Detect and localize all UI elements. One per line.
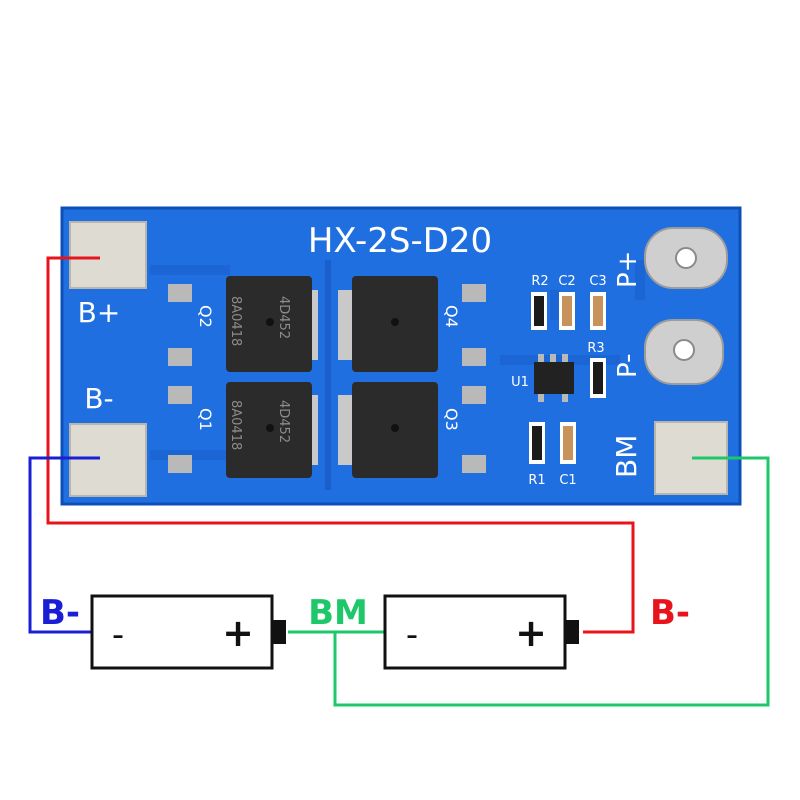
mosfet-part-code: 4D452	[276, 400, 291, 443]
green-wire-bm	[288, 456, 770, 707]
u1-pin	[562, 392, 568, 402]
c3-capacitor	[593, 296, 603, 326]
mosfet-dot	[266, 424, 274, 432]
mosfet-q4: Q4	[338, 276, 486, 372]
battery-left: - +	[90, 594, 286, 670]
mosfet-dot	[266, 318, 274, 326]
wire-label-right: B-	[650, 593, 690, 633]
wire-label-left: B-	[40, 593, 80, 633]
battery-body	[90, 594, 274, 670]
blue-wire	[28, 456, 100, 634]
b-minus-pad	[69, 423, 147, 497]
mosfet-lead	[462, 386, 486, 404]
mosfet-lead	[168, 455, 192, 473]
mosfet-q2: 4D452 8A0418 Q2	[168, 276, 318, 372]
r3-resistor	[593, 362, 603, 394]
mosfet-lot-code: 8A0418	[228, 400, 243, 450]
c3-label: C3	[589, 274, 606, 289]
wire-label-middle: BM	[308, 593, 368, 633]
mosfet-lot-code: 8A0418	[228, 296, 243, 346]
mosfet-dot	[391, 424, 399, 432]
b-plus-pad	[69, 221, 147, 289]
p-minus-hole	[673, 339, 695, 361]
c2-label: C2	[558, 274, 575, 289]
r2-label: R2	[531, 274, 548, 289]
mosfet-ref-q2: Q2	[196, 305, 215, 328]
mosfet-lead	[168, 386, 192, 404]
p-plus-label: P+	[613, 251, 643, 288]
battery-terminal	[272, 620, 286, 644]
c2-capacitor	[562, 296, 572, 326]
mosfet-lead	[168, 284, 192, 302]
c1-label: C1	[559, 473, 576, 488]
battery-terminal	[565, 620, 579, 644]
u1-pin	[562, 354, 568, 364]
r1-resistor	[532, 426, 542, 460]
u1-chip	[534, 354, 574, 402]
bm-label: BM	[610, 435, 643, 478]
mosfet-dot	[391, 318, 399, 326]
mosfet-tab	[338, 290, 356, 360]
mosfet-lead	[462, 284, 486, 302]
battery-plus-sign: +	[222, 611, 254, 655]
board-title: HX-2S-D20	[308, 221, 492, 261]
red-wire	[46, 256, 635, 634]
battery-right: - +	[383, 594, 579, 670]
u1-label: U1	[511, 375, 529, 390]
u1-body	[534, 362, 574, 394]
mosfet-ref-q4: Q4	[442, 305, 461, 328]
battery-body	[383, 594, 567, 670]
c1-capacitor	[563, 426, 573, 460]
pcb-board: HX-2S-D20 B+ B- BM P+ P- 4D452 8A0418 Q2	[60, 206, 742, 506]
u1-pin	[538, 354, 544, 364]
u1-pin	[550, 354, 556, 364]
mosfet-tab	[338, 395, 356, 465]
mosfet-q1: 4D452 8A0418 Q1	[168, 382, 318, 478]
mosfet-lead	[462, 455, 486, 473]
mosfet-divider	[325, 260, 331, 490]
p-minus-label: P-	[613, 354, 643, 379]
battery-minus-sign: -	[112, 615, 124, 655]
mosfet-ref-q3: Q3	[442, 408, 461, 431]
battery-minus-sign: -	[406, 615, 418, 655]
mosfet-lead	[462, 348, 486, 366]
b-minus-label: B-	[84, 382, 113, 415]
battery-plus-sign: +	[515, 611, 547, 655]
b-plus-label: B+	[78, 296, 121, 329]
r2-resistor	[534, 296, 544, 326]
mosfet-q3: Q3	[338, 382, 486, 478]
p-plus-hole	[675, 247, 697, 269]
r3-label: R3	[587, 341, 604, 356]
mosfet-part-code: 4D452	[276, 296, 291, 339]
u1-pin	[538, 392, 544, 402]
r1-label: R1	[528, 473, 545, 488]
mosfet-ref-q1: Q1	[196, 408, 215, 431]
mosfet-lead	[168, 348, 192, 366]
